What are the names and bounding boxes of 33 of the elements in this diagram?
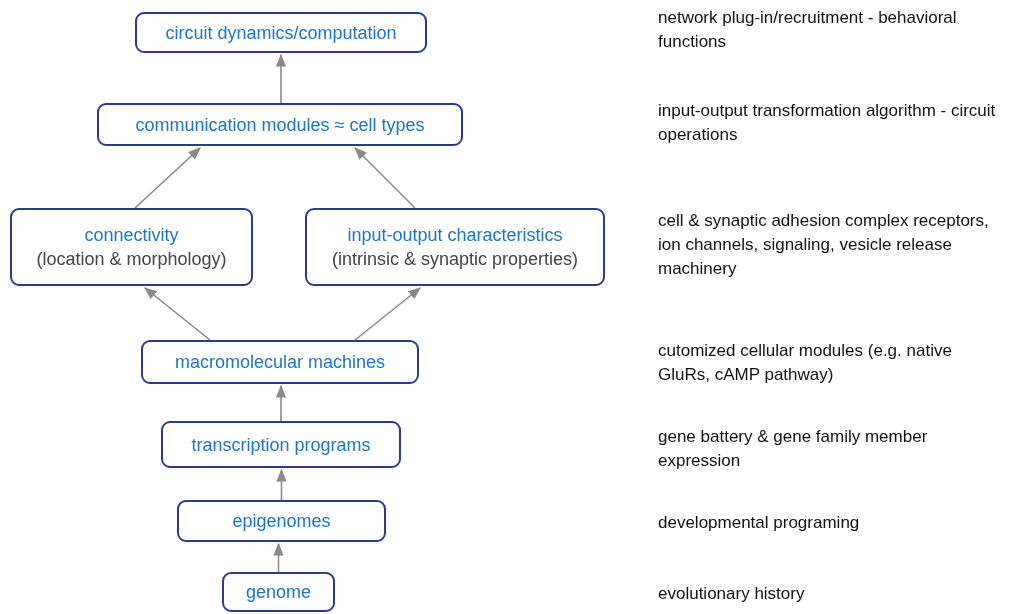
process-box [305, 208, 605, 286]
annotation-text: gene battery & gene family member expression [658, 426, 929, 472]
process-box [161, 421, 401, 468]
process-box [222, 572, 335, 612]
arrow [354, 287, 421, 341]
arrow [275, 384, 287, 422]
annotation-text: cell & synaptic adhesion complex receptors, ion channels, signaling, vesicle release machinery [658, 210, 990, 280]
arrow [273, 542, 284, 573]
node-title: epigenomes [232, 510, 331, 533]
process-box [177, 500, 386, 542]
node-title: macromolecular machines [174, 351, 386, 374]
process-box [135, 12, 427, 53]
node-title: connectivity [84, 224, 179, 247]
process-box [97, 103, 463, 146]
arrow [134, 147, 201, 209]
annotation-text: input-output transformation algorithm - circuit operations [658, 100, 997, 146]
node-subtitle: (location & morphology) [36, 248, 227, 271]
node-title: circuit dynamics/computation [165, 21, 397, 45]
arrow [354, 147, 416, 209]
node-title: transcription programs [191, 433, 371, 457]
process-box [141, 340, 419, 384]
process-box [10, 208, 253, 286]
node-title: communication modules ≈ cell types [135, 113, 425, 137]
arrow [275, 53, 287, 104]
annotation-text: network plug-in/recruitment - behavioral functions [658, 7, 958, 53]
annotation-text: evolutionary history [658, 583, 806, 605]
node-title: genome [245, 581, 312, 604]
annotation-text: cutomized cellular modules (e.g. native GluRs, cAMP pathway) [658, 340, 953, 386]
node-title: input-output characteristics [347, 224, 563, 247]
arrow [276, 468, 287, 501]
arrow [144, 287, 211, 341]
node-subtitle: (intrinsic & synaptic properties) [331, 248, 579, 271]
annotation-text: developmental programing [658, 512, 861, 534]
